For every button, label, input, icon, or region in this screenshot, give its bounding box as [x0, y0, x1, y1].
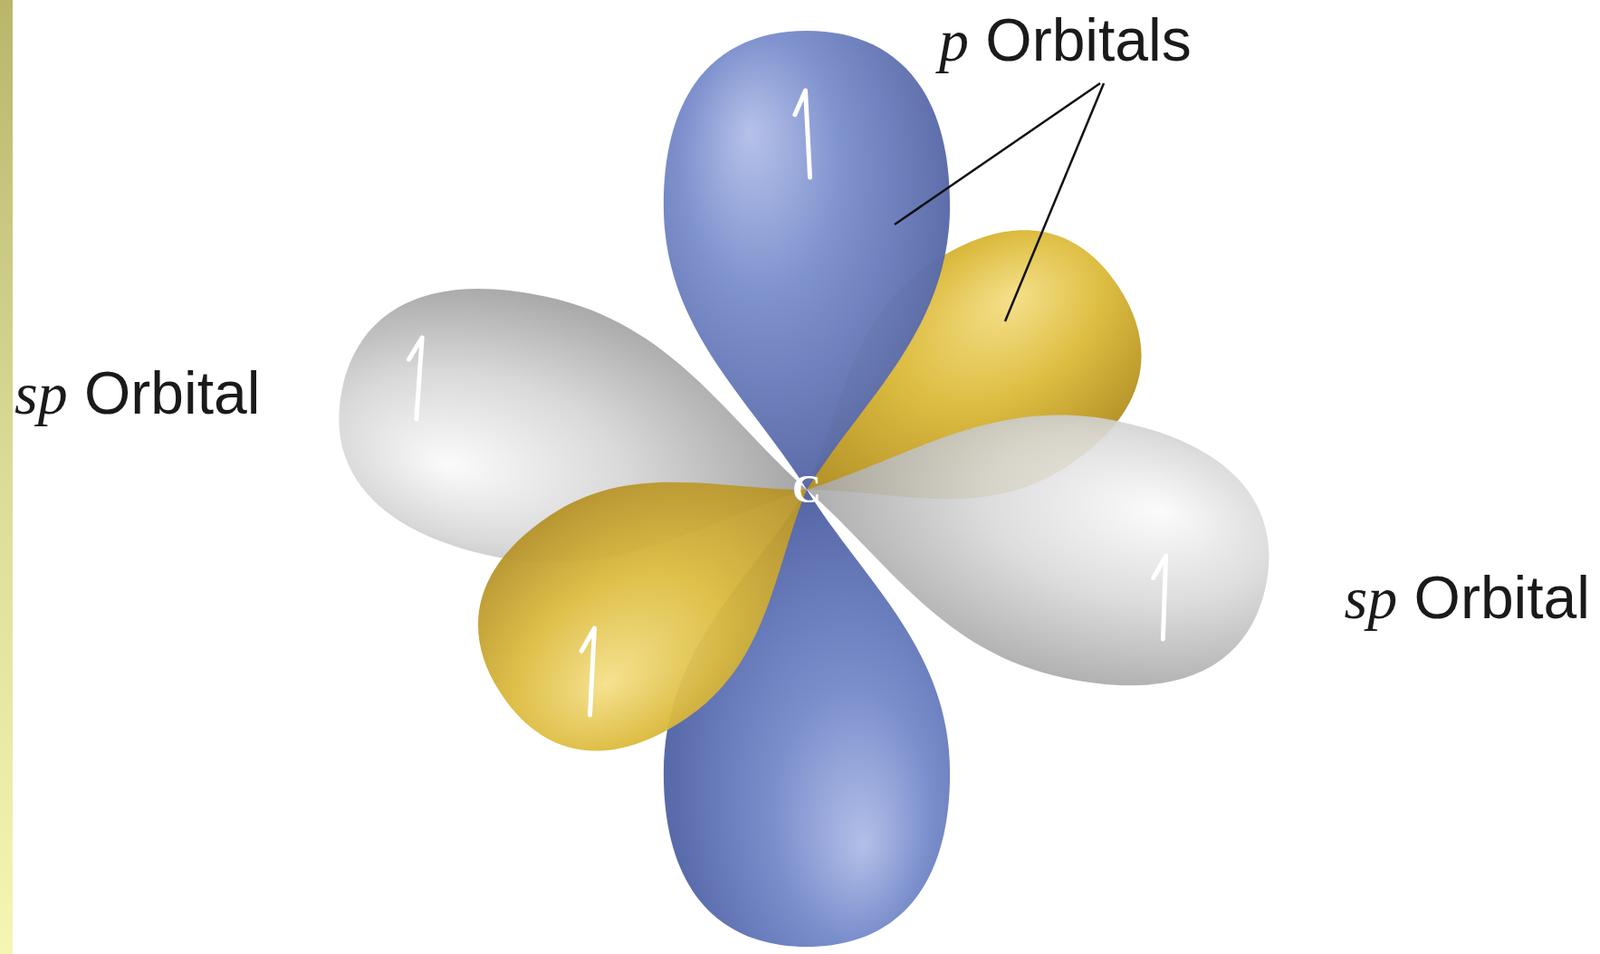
- electron-spin-arrow: [578, 627, 595, 716]
- orbital-label: sp Orbital: [14, 360, 260, 428]
- orbital-label: sp Orbital: [1344, 565, 1591, 633]
- leader-line: [894, 83, 1101, 225]
- leader-line: [1005, 83, 1104, 322]
- electron-spin-arrow: [1150, 555, 1166, 640]
- edge-bar: [0, 0, 13, 954]
- sp-orbital-lobe: [779, 361, 1294, 715]
- p-orbital-lobe: [433, 388, 876, 797]
- electron-spin-arrow: [794, 90, 811, 179]
- electron-spin-arrow: [404, 336, 422, 420]
- p-orbital-lobe: [663, 30, 950, 490]
- atom-label: C: [792, 468, 822, 512]
- orbital-label: p Orbitals: [938, 7, 1192, 75]
